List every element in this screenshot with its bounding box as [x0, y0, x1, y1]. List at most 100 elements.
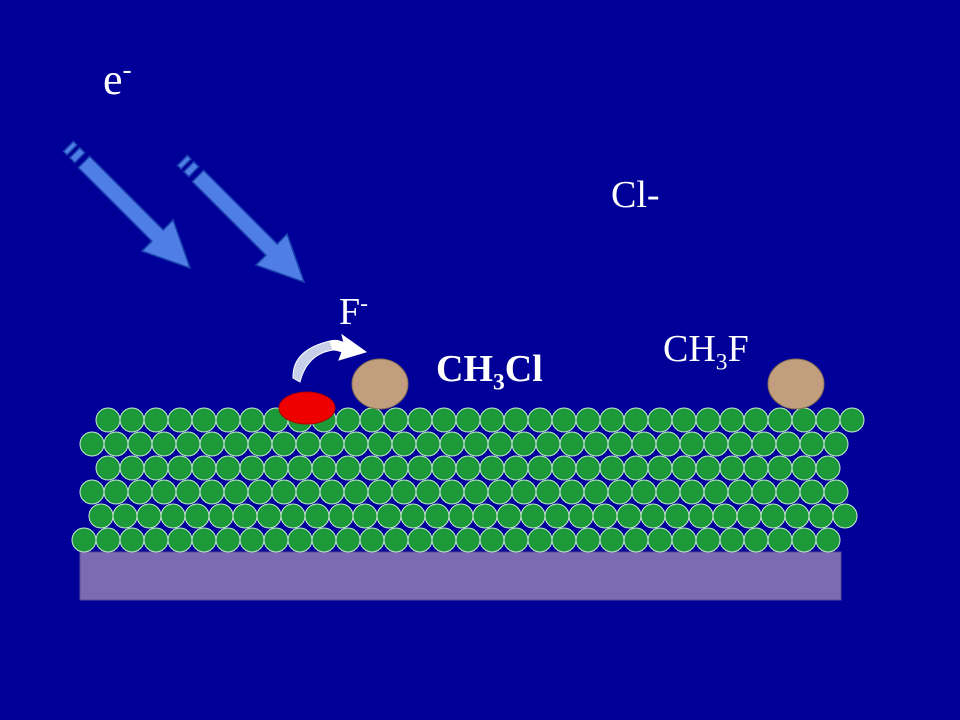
surface-atom: [583, 479, 609, 505]
surface-atom: [319, 479, 345, 505]
surface-atom: [527, 407, 553, 433]
surface-atom: [400, 503, 426, 529]
surface-atom: [592, 503, 618, 529]
surface-atom: [607, 479, 633, 505]
surface-atom: [631, 479, 657, 505]
surface-atom: [439, 431, 465, 457]
surface-atom: [815, 527, 841, 553]
surface-atom: [527, 455, 553, 481]
surface-atom: [640, 503, 666, 529]
surface-atom: [439, 479, 465, 505]
surface-atom: [784, 503, 810, 529]
surface-atom: [463, 431, 489, 457]
surface-atom: [271, 479, 297, 505]
surface-atom: [239, 527, 265, 553]
surface-atom: [287, 527, 313, 553]
surface-atom: [599, 527, 625, 553]
surface-atom: [391, 479, 417, 505]
surface-atom: [407, 527, 433, 553]
surface-atom: [695, 407, 721, 433]
surface-atom: [184, 503, 210, 529]
surface-atom: [839, 407, 865, 433]
surface-atom: [431, 527, 457, 553]
surface-atom: [655, 479, 681, 505]
surface-atom: [95, 455, 121, 481]
ch3f-adsorbate: [767, 358, 825, 410]
surface-atom: [119, 407, 145, 433]
substrate-slab: [79, 551, 842, 601]
surface-atom: [679, 431, 705, 457]
surface-atom: [511, 479, 537, 505]
surface-atom: [95, 527, 121, 553]
surface-atom: [671, 455, 697, 481]
surface-atom: [311, 455, 337, 481]
surface-atom: [775, 431, 801, 457]
surface-atom: [599, 407, 625, 433]
surface-atom: [352, 503, 378, 529]
surface-atom: [832, 503, 858, 529]
surface-atom: [472, 503, 498, 529]
surface-atom: [335, 407, 361, 433]
surface-atom: [407, 455, 433, 481]
electron-label: e-: [103, 55, 132, 104]
surface-atom: [127, 479, 153, 505]
surface-atom: [223, 479, 249, 505]
surface-atom: [520, 503, 546, 529]
surface-atom: [103, 431, 129, 457]
surface-atom: [232, 503, 258, 529]
surface-atom: [631, 431, 657, 457]
surface-atom: [151, 479, 177, 505]
surface-atom: [367, 431, 393, 457]
surface-atom: [287, 455, 313, 481]
surface-atom: [623, 455, 649, 481]
curved-transfer-arrow-icon: [292, 333, 368, 383]
surface-atom: [143, 455, 169, 481]
surface-atom: [743, 527, 769, 553]
surface-atom: [760, 503, 786, 529]
ch3cl-subscript: 3: [493, 369, 505, 396]
surface-atom: [79, 479, 105, 505]
surface-atom: [583, 431, 609, 457]
surface-atom: [95, 407, 121, 433]
surface-atom: [431, 407, 457, 433]
surface-atom: [304, 503, 330, 529]
surface-atom: [575, 527, 601, 553]
fluoride-ion-label: F-: [339, 292, 368, 331]
surface-atom: [295, 431, 321, 457]
surface-atom: [359, 407, 385, 433]
surface-atom: [551, 527, 577, 553]
surface-atom: [623, 407, 649, 433]
surface-atom: [575, 407, 601, 433]
surface-atom: [767, 527, 793, 553]
surface-atom: [815, 407, 841, 433]
surface-atom: [424, 503, 450, 529]
surface-atom: [280, 503, 306, 529]
surface-atom: [136, 503, 162, 529]
surface-atom: [119, 455, 145, 481]
surface-atom: [271, 431, 297, 457]
electron-beam-arrow-icon: [176, 154, 306, 284]
surface-atom: [151, 431, 177, 457]
surface-atom: [719, 407, 745, 433]
surface-atom: [263, 455, 289, 481]
surface-atom: [415, 479, 441, 505]
surface-atom: [751, 479, 777, 505]
ch3f-label: CH3F: [663, 328, 749, 374]
surface-atom: [191, 527, 217, 553]
surface-atom: [815, 455, 841, 481]
surface-atom-lattice: [71, 407, 865, 553]
electron-symbol: e: [103, 55, 123, 104]
surface-atom: [376, 503, 402, 529]
surface-atom: [647, 455, 673, 481]
surface-atom: [647, 527, 673, 553]
surface-atom: [359, 455, 385, 481]
surface-atom: [448, 503, 474, 529]
ch3f-part-b: F: [727, 328, 749, 370]
surface-atom: [655, 431, 681, 457]
surface-atom: [415, 431, 441, 457]
ch3cl-part-a: CH: [436, 348, 493, 390]
surface-atom: [599, 455, 625, 481]
surface-atom: [479, 527, 505, 553]
